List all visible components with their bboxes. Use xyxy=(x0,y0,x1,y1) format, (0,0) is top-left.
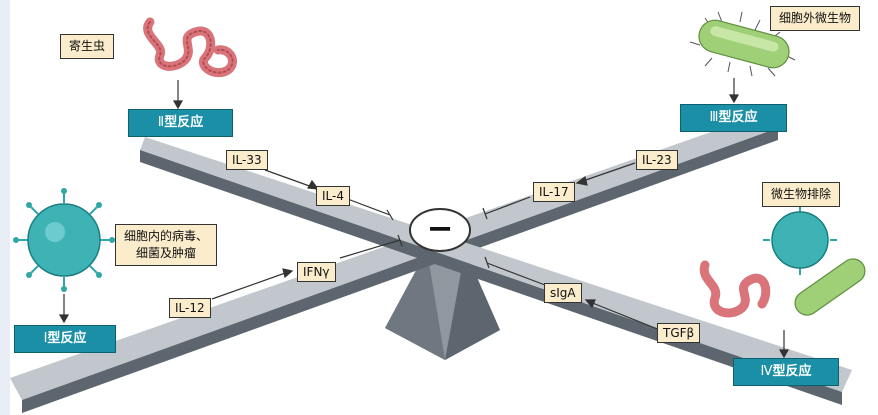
inhibition-sign: − xyxy=(427,209,454,247)
reaction-type-2-box: Ⅱ型反应 xyxy=(128,109,233,137)
cytokine-ifng: IFNγ xyxy=(297,262,336,282)
cytokine-il17: IL-17 xyxy=(533,182,575,202)
cytokine-il23: IL-23 xyxy=(636,150,678,170)
reaction-type-3-box: Ⅲ型反应 xyxy=(680,104,787,132)
cytokine-il4: IL-4 xyxy=(316,186,350,206)
pathogen-arrows xyxy=(58,78,790,359)
bacterium-icon xyxy=(689,11,796,77)
left-edge-strip xyxy=(0,0,10,415)
reaction-type-4-box: Ⅳ型反应 xyxy=(733,358,839,386)
extracellular-microbe-label: 细胞外微生物 xyxy=(770,6,861,31)
intracellular-label: 细胞内的病毒、 细菌及肿瘤 xyxy=(115,224,218,266)
microbe-cluster-icon xyxy=(699,205,866,318)
inhibition-arrows xyxy=(211,162,661,331)
fulcrum-circle xyxy=(409,208,471,252)
virus-icon xyxy=(13,188,115,292)
reaction-type-1-box: Ⅰ型反应 xyxy=(14,325,116,353)
cytokine-siga: sIgA xyxy=(544,283,582,303)
cytokine-il12: IL-12 xyxy=(169,298,211,318)
cytokine-il33: IL-33 xyxy=(226,150,268,170)
parasite-worm-icon xyxy=(143,17,237,78)
cytokine-tgfb: TGFβ xyxy=(657,323,701,343)
parasite-label: 寄生虫 xyxy=(60,34,115,59)
microbe-clearance-label: 微生物排除 xyxy=(762,182,841,207)
